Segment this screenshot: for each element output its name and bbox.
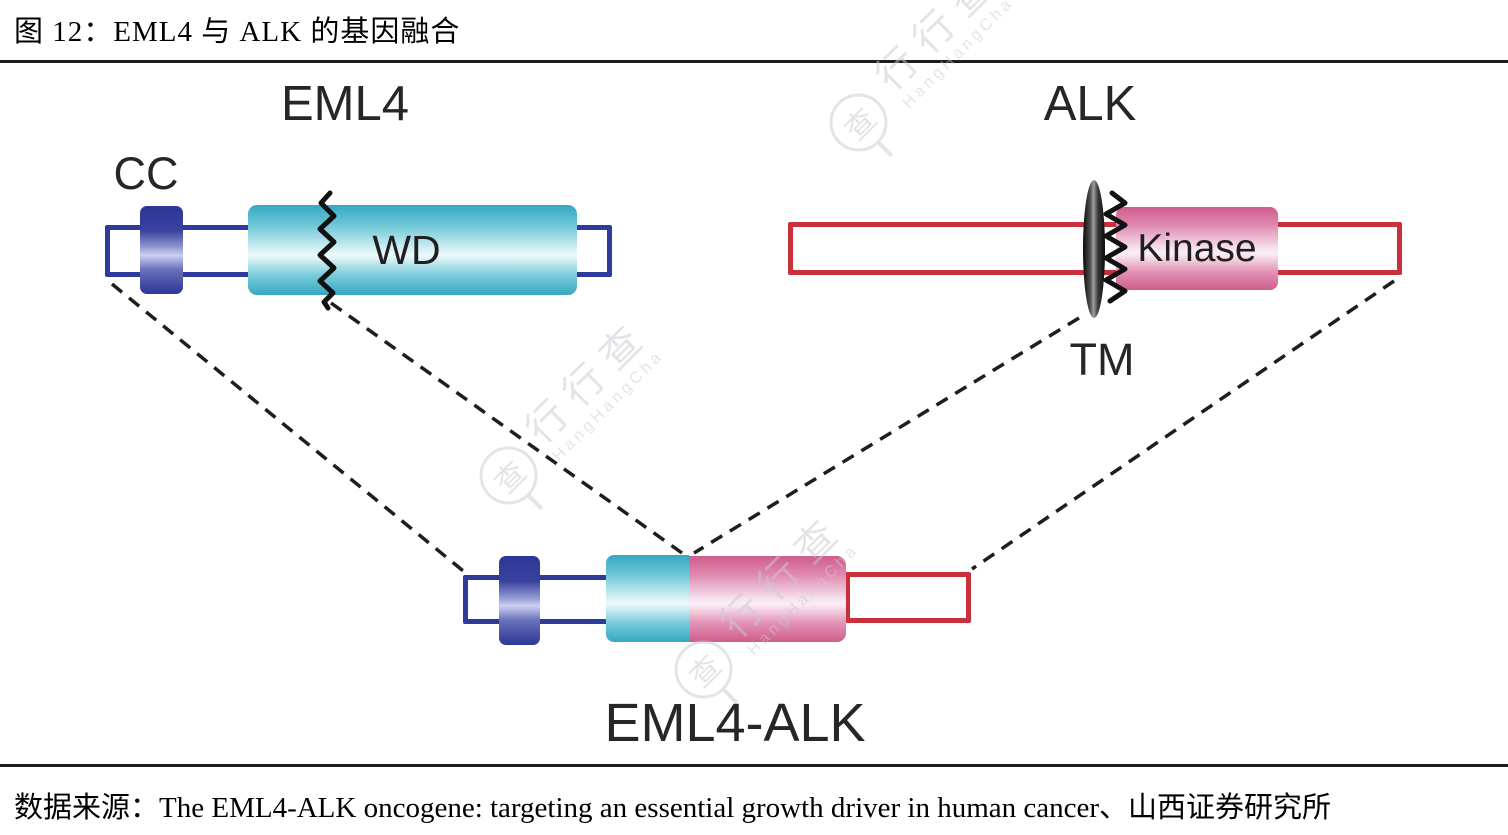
eml4-gene-label: EML4	[280, 77, 409, 131]
dashed-line-alk-right	[971, 279, 1395, 571]
data-source-reference: The EML4-ALK oncogene: targeting an esse…	[159, 792, 1332, 824]
magnifier-cha-logo-icon: 查	[817, 81, 900, 164]
data-source-line: 数据来源：The EML4-ALK oncogene: targeting an…	[14, 784, 1331, 826]
alk-kinase-domain: Kinase	[1116, 207, 1278, 290]
kinase-domain-label: Kinase	[1137, 226, 1257, 270]
data-source-label: 数据来源：	[14, 792, 160, 824]
dashed-line-eml4-left	[110, 282, 469, 576]
fusion-alk-backbone-bar	[845, 572, 971, 623]
wd-domain-label: WD	[372, 226, 441, 273]
fusion-wd-segment	[606, 555, 689, 642]
bottom-divider	[0, 764, 1508, 767]
eml4-cc-domain	[140, 206, 183, 294]
cc-domain-label: CC	[113, 148, 179, 199]
watermark-text: 行行查 HangHangCha	[867, 0, 1022, 112]
fusion-kinase-segment	[689, 556, 846, 642]
magnifier-cha-logo-icon: 查	[467, 434, 550, 517]
fusion-gene-label: EML4-ALK	[604, 693, 866, 753]
top-divider	[0, 60, 1508, 63]
eml4-wd-domain: WD	[248, 205, 577, 295]
dashed-line-eml4-breakpoint	[329, 301, 684, 555]
tm-domain-label: TM	[1069, 334, 1135, 385]
watermark-brand-en: HangHangCha	[899, 0, 1018, 112]
alk-gene-label: ALK	[1043, 77, 1137, 131]
watermark-brand-en: HangHangCha	[549, 346, 668, 465]
watermark-text: 行行查 HangHangCha	[517, 310, 672, 465]
watermark-brand-zh: 行行查	[517, 310, 660, 453]
watermark: 查 行行查 HangHangCha	[467, 310, 672, 517]
dashed-line-alk-breakpoint	[693, 316, 1080, 555]
watermark-brand-zh: 行行查	[867, 0, 1010, 100]
fusion-cc-domain	[499, 556, 540, 645]
figure-caption: 图 12：EML4 与 ALK 的基因融合	[14, 16, 461, 48]
watermark: 查 行行查 HangHangCha	[817, 0, 1022, 164]
alk-tm-domain	[1083, 180, 1105, 318]
